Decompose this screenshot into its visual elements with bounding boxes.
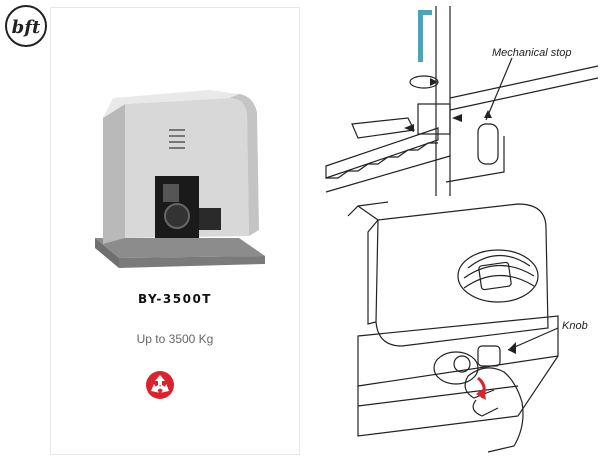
product-card[interactable]: BY-3500T Up to 3500 Kg (50, 7, 300, 455)
brand-logo: bft (4, 4, 48, 48)
svg-text:bft: bft (12, 17, 41, 38)
three-phase-icon (146, 371, 174, 399)
knob-label: Knob (562, 320, 588, 332)
product-model: BY-3500T (138, 292, 212, 306)
bft-logo-icon: bft (5, 5, 47, 47)
mechanical-stop-label: Mechanical stop (492, 47, 572, 59)
product-capacity: Up to 3500 Kg (136, 332, 214, 346)
product-image (95, 90, 265, 268)
installation-diagram (325, 6, 599, 453)
